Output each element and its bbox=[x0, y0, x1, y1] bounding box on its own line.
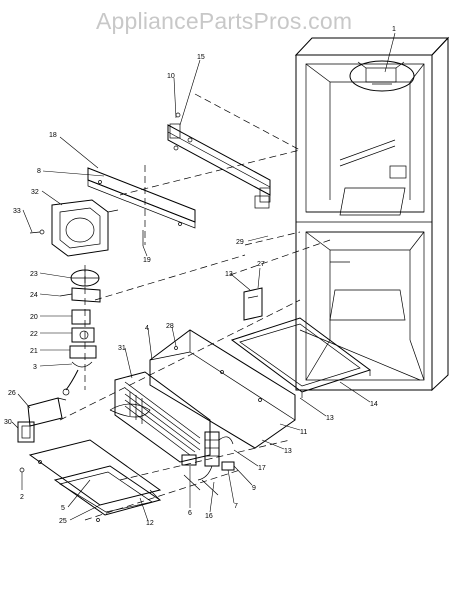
part-diffuser-bar bbox=[87, 167, 196, 246]
callout-14: 14 bbox=[370, 401, 378, 408]
assembly-lines bbox=[59, 93, 331, 521]
callout-8: 8 bbox=[37, 168, 41, 175]
callout-19: 19 bbox=[143, 257, 151, 264]
callout-18: 18 bbox=[49, 132, 57, 139]
part-defrost-assembly bbox=[181, 431, 235, 496]
part-rear-panel bbox=[149, 329, 296, 449]
callout-6: 6 bbox=[188, 510, 192, 517]
callout-17: 17 bbox=[258, 465, 266, 472]
callout-13-upper: 13 bbox=[225, 271, 233, 278]
callout-20: 20 bbox=[30, 314, 38, 321]
callout-5: 5 bbox=[61, 505, 65, 512]
callout-21: 21 bbox=[30, 348, 38, 355]
callout-27: 27 bbox=[257, 261, 265, 268]
callout-3: 3 bbox=[33, 364, 37, 371]
watermark: AppliancePartsPros.com bbox=[96, 8, 353, 34]
callout-2: 2 bbox=[20, 494, 24, 501]
part-bottom-cover bbox=[28, 439, 162, 522]
part-lower-left bbox=[17, 397, 67, 473]
part-fan-shroud bbox=[29, 199, 119, 257]
callout-16: 16 bbox=[205, 513, 213, 520]
callout-13-lower: 13 bbox=[326, 415, 334, 422]
callout-7: 7 bbox=[234, 503, 238, 510]
callout-9: 9 bbox=[252, 485, 256, 492]
callout-10: 10 bbox=[167, 73, 175, 80]
part-fan-blade bbox=[70, 269, 100, 287]
callout-32: 32 bbox=[31, 189, 39, 196]
callout-11: 11 bbox=[300, 429, 307, 436]
callout-23: 23 bbox=[30, 271, 38, 278]
part-evaporator bbox=[109, 371, 211, 463]
callout-25: 25 bbox=[59, 518, 67, 525]
part-small-cover bbox=[243, 287, 263, 321]
callout-33: 33 bbox=[13, 208, 21, 215]
callout-30: 30 bbox=[4, 419, 12, 426]
callout-13-middle: 13 bbox=[284, 448, 292, 455]
callout-22: 22 bbox=[30, 331, 38, 338]
callout-15: 15 bbox=[197, 54, 205, 61]
callout-1: 1 bbox=[392, 26, 396, 33]
callout-29-upper: 29 bbox=[236, 239, 244, 246]
leader-lines bbox=[11, 32, 396, 522]
part-fan-motor-stack bbox=[59, 287, 101, 396]
callout-28: 28 bbox=[166, 323, 174, 330]
callout-24: 24 bbox=[30, 292, 38, 299]
callout-12: 12 bbox=[146, 520, 154, 527]
cabinet-liner bbox=[294, 36, 450, 392]
callout-26: 26 bbox=[8, 390, 16, 397]
part-drain-trough bbox=[230, 317, 372, 398]
callout-31: 31 bbox=[118, 345, 126, 352]
part-rail-bracket bbox=[167, 112, 271, 209]
callout-4: 4 bbox=[145, 325, 149, 332]
callout-labels: 1 15 10 18 8 32 33 19 29 23 24 20 22 21 … bbox=[4, 26, 396, 527]
